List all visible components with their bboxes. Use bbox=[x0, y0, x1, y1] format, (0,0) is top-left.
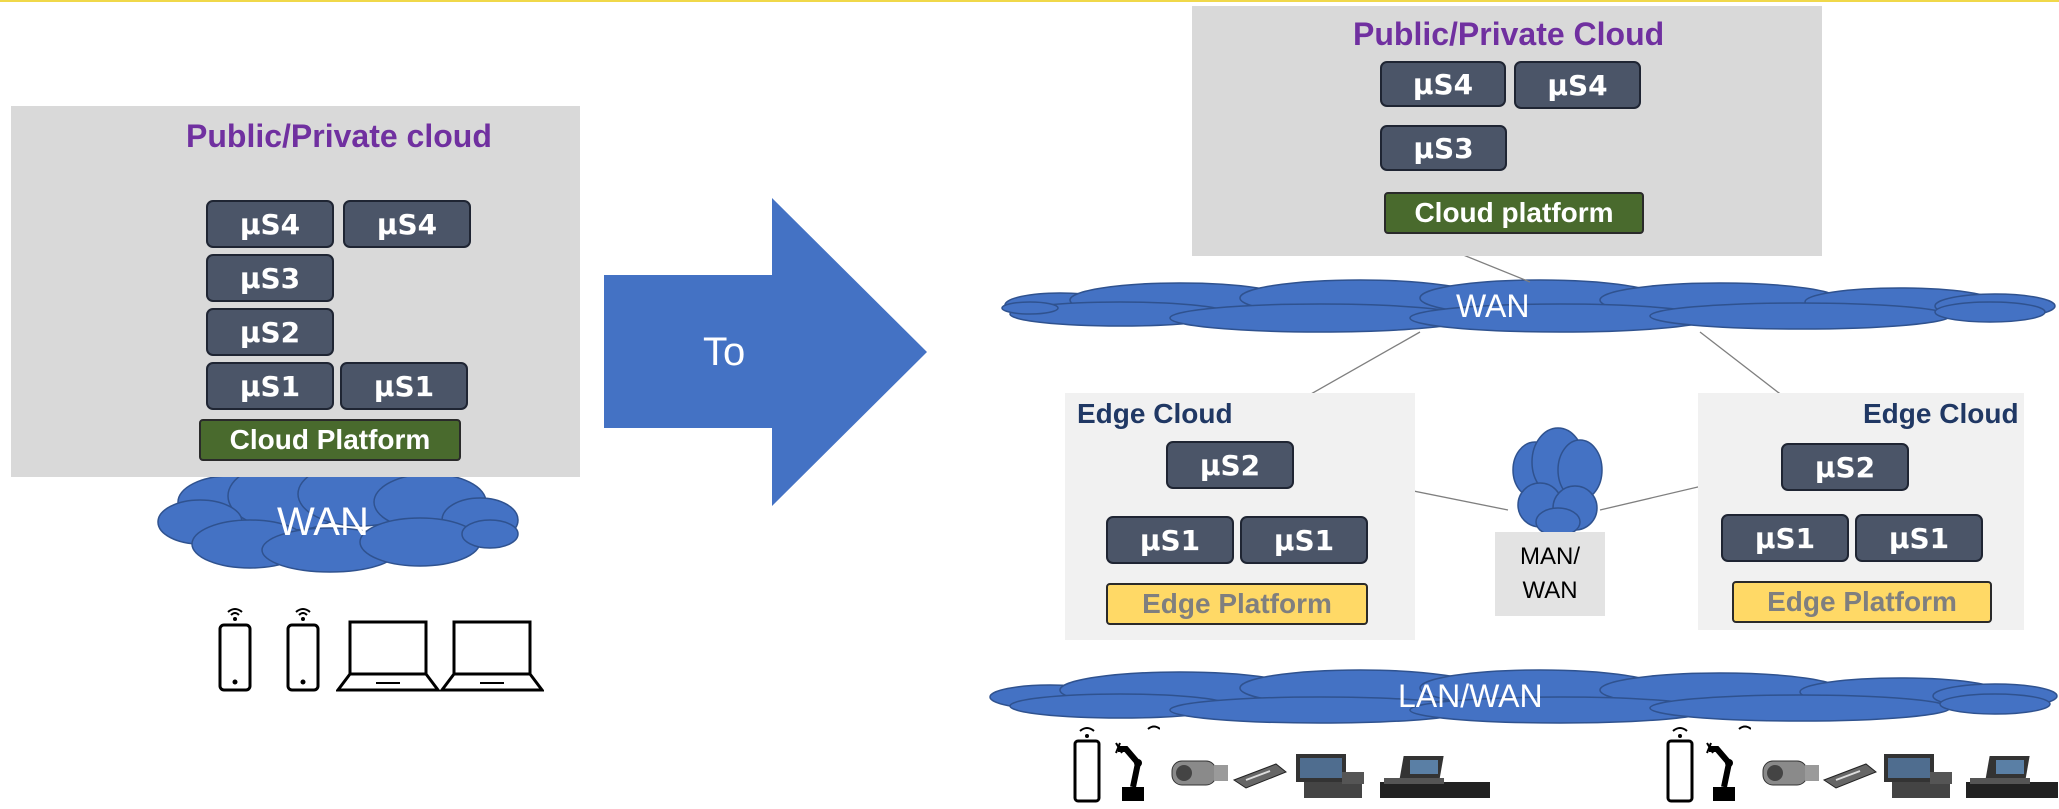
arrow-label: To bbox=[703, 330, 746, 374]
lan-wan-label: LAN/WAN bbox=[1398, 678, 1543, 714]
cash-register-icon bbox=[1374, 754, 1494, 805]
card-reader-icon bbox=[1232, 760, 1288, 795]
left-ms4-a[interactable]: μS4 bbox=[206, 200, 334, 248]
man-wan-label: MAN/ WAN bbox=[1495, 532, 1605, 616]
left-ms1-a[interactable]: μS1 bbox=[206, 362, 334, 410]
left-ms3[interactable]: μS3 bbox=[206, 254, 334, 302]
left-ms4-b[interactable]: μS4 bbox=[343, 200, 471, 248]
left-cloud-platform[interactable]: Cloud Platform bbox=[199, 419, 461, 461]
phone-icon bbox=[210, 600, 260, 700]
robot-arm-icon bbox=[1705, 723, 1752, 809]
edge-cloud-left-title: Edge Cloud bbox=[1077, 398, 1233, 429]
laptop-icon bbox=[335, 620, 441, 700]
edge-left-platform[interactable]: Edge Platform bbox=[1106, 583, 1368, 625]
edge-right-ms1-b[interactable]: μS1 bbox=[1855, 514, 1983, 562]
card-reader-icon bbox=[1822, 760, 1878, 795]
right-wan-cloud bbox=[1001, 279, 2056, 333]
top-border bbox=[0, 0, 2059, 2]
left-ms2[interactable]: μS2 bbox=[206, 308, 334, 356]
camera-icon bbox=[1170, 755, 1230, 796]
right-cloud-title: Public/Private Cloud bbox=[1353, 16, 1665, 52]
left-ms1-b[interactable]: μS1 bbox=[340, 362, 468, 410]
cash-register-icon bbox=[1960, 754, 2059, 805]
left-wan-cloud bbox=[157, 461, 519, 573]
right-cloud-platform[interactable]: Cloud platform bbox=[1384, 192, 1644, 234]
man-wan-text: MAN/ WAN bbox=[1520, 543, 1580, 604]
robot-arm-icon bbox=[1114, 723, 1161, 809]
phone-icon bbox=[1070, 723, 1104, 809]
man-cloud bbox=[1512, 427, 1603, 537]
right-ms4-b[interactable]: μS4 bbox=[1514, 61, 1641, 109]
edge-left-ms1-a[interactable]: μS1 bbox=[1106, 516, 1234, 564]
edge-cloud-right-title: Edge Cloud bbox=[1863, 398, 2019, 429]
edge-left-ms1-b[interactable]: μS1 bbox=[1240, 516, 1368, 564]
edge-right-platform[interactable]: Edge Platform bbox=[1732, 581, 1992, 623]
edge-left-ms2[interactable]: μS2 bbox=[1166, 441, 1294, 489]
right-ms4-a[interactable]: μS4 bbox=[1380, 61, 1506, 107]
pos-terminal-icon bbox=[1882, 752, 1954, 805]
left-wan-label: WAN bbox=[277, 500, 369, 544]
laptop-icon bbox=[439, 620, 545, 700]
right-ms3[interactable]: μS3 bbox=[1380, 125, 1507, 171]
lan-wan-cloud bbox=[989, 669, 2058, 724]
edge-right-ms2[interactable]: μS2 bbox=[1781, 443, 1909, 491]
right-wan-label: WAN bbox=[1456, 288, 1530, 324]
left-cloud-title: Public/Private cloud bbox=[186, 118, 492, 154]
transition-arrow bbox=[604, 198, 927, 506]
edge-right-ms1-a[interactable]: μS1 bbox=[1721, 514, 1849, 562]
pos-terminal-icon bbox=[1294, 752, 1366, 805]
phone-icon bbox=[1663, 723, 1697, 809]
phone-icon bbox=[278, 600, 328, 700]
camera-icon bbox=[1761, 755, 1821, 796]
